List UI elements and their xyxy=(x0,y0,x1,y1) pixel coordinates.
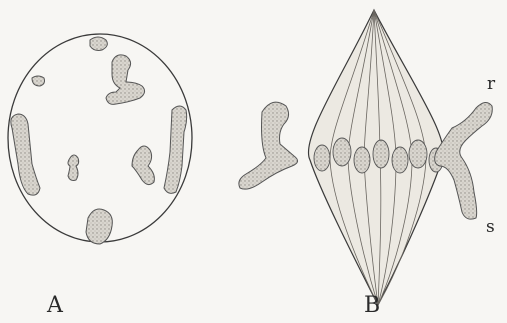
chromosome xyxy=(164,106,187,193)
chromosome xyxy=(68,155,79,181)
chromosome xyxy=(435,102,493,219)
chromosome xyxy=(86,209,112,244)
chromosome xyxy=(11,114,40,195)
chromosome xyxy=(32,76,45,86)
annotation-label-r: r xyxy=(487,74,495,94)
annotation-label-s: s xyxy=(486,217,495,237)
panel-b-spindle xyxy=(239,10,492,305)
panel-label-b: B xyxy=(364,293,380,318)
chromosome xyxy=(239,102,298,189)
chromosome xyxy=(132,146,154,185)
panel-a-nucleus xyxy=(8,34,192,244)
chromosome xyxy=(90,37,107,51)
panel-label-a: A xyxy=(47,293,63,318)
chromosome xyxy=(106,55,145,105)
